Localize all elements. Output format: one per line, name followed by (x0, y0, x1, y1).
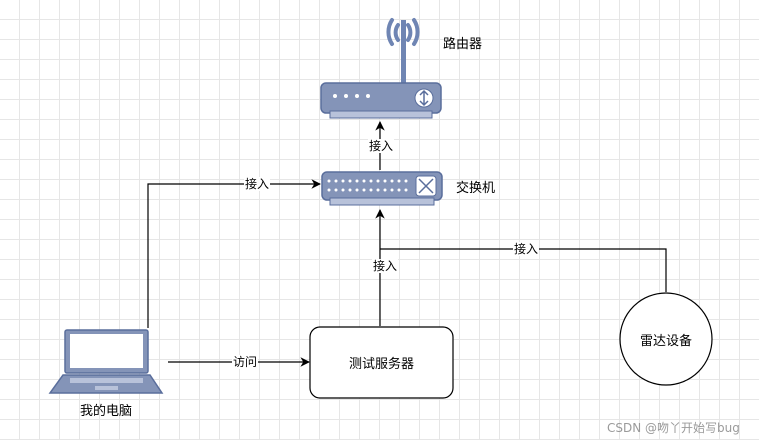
edge-label-server-switch: 接入 (372, 259, 399, 273)
switch-port-dot (355, 188, 359, 192)
server-box (309, 326, 454, 399)
switch-port-dot (334, 179, 338, 183)
switch-port-dot (404, 188, 408, 192)
switch-port-dot (383, 188, 387, 192)
switch-port-dot (397, 179, 401, 183)
switch-port-dot (404, 179, 408, 183)
switch-icon (321, 171, 443, 206)
edge-label-laptop-server: 访问 (232, 355, 259, 369)
switch-port-dot (327, 188, 331, 192)
switch-port-dot (383, 179, 387, 183)
radar-circle (619, 292, 713, 386)
router-icon (320, 18, 442, 119)
router-label: 路由器 (443, 37, 483, 52)
switch-port-dot (362, 188, 366, 192)
switch-port-dot (397, 188, 401, 192)
switch-port-dot (376, 188, 380, 192)
switch-port-dot (369, 179, 373, 183)
edge-label-radar-switch: 接入 (513, 242, 540, 256)
switch-port-dot (348, 188, 352, 192)
edge-label-laptop-switch: 接入 (244, 177, 271, 191)
switch-port-dot (390, 179, 394, 183)
switch-port-dot (376, 179, 380, 183)
switch-port-dot (334, 188, 338, 192)
switch-port-dot (369, 188, 373, 192)
switch-port-dot (355, 179, 359, 183)
switch-port-dot (390, 188, 394, 192)
laptop-label: 我的电脑 (80, 404, 133, 419)
laptop-icon (48, 329, 164, 394)
switch-port-dot (341, 179, 345, 183)
server-label: 测试服务器 (348, 357, 414, 372)
switch-port-dot (362, 179, 366, 183)
watermark: CSDN @吻丫开始写bug (607, 421, 740, 435)
radar-label: 雷达设备 (639, 333, 692, 349)
switch-port-dot (348, 179, 352, 183)
switch-port-dot (341, 188, 345, 192)
edge-label-switch-router: 接入 (368, 139, 395, 153)
switch-port-dot (327, 179, 331, 183)
edge-radar-to-switch (380, 248, 667, 292)
edge-laptop-to-switch (147, 179, 321, 328)
switch-label: 交换机 (456, 181, 496, 196)
